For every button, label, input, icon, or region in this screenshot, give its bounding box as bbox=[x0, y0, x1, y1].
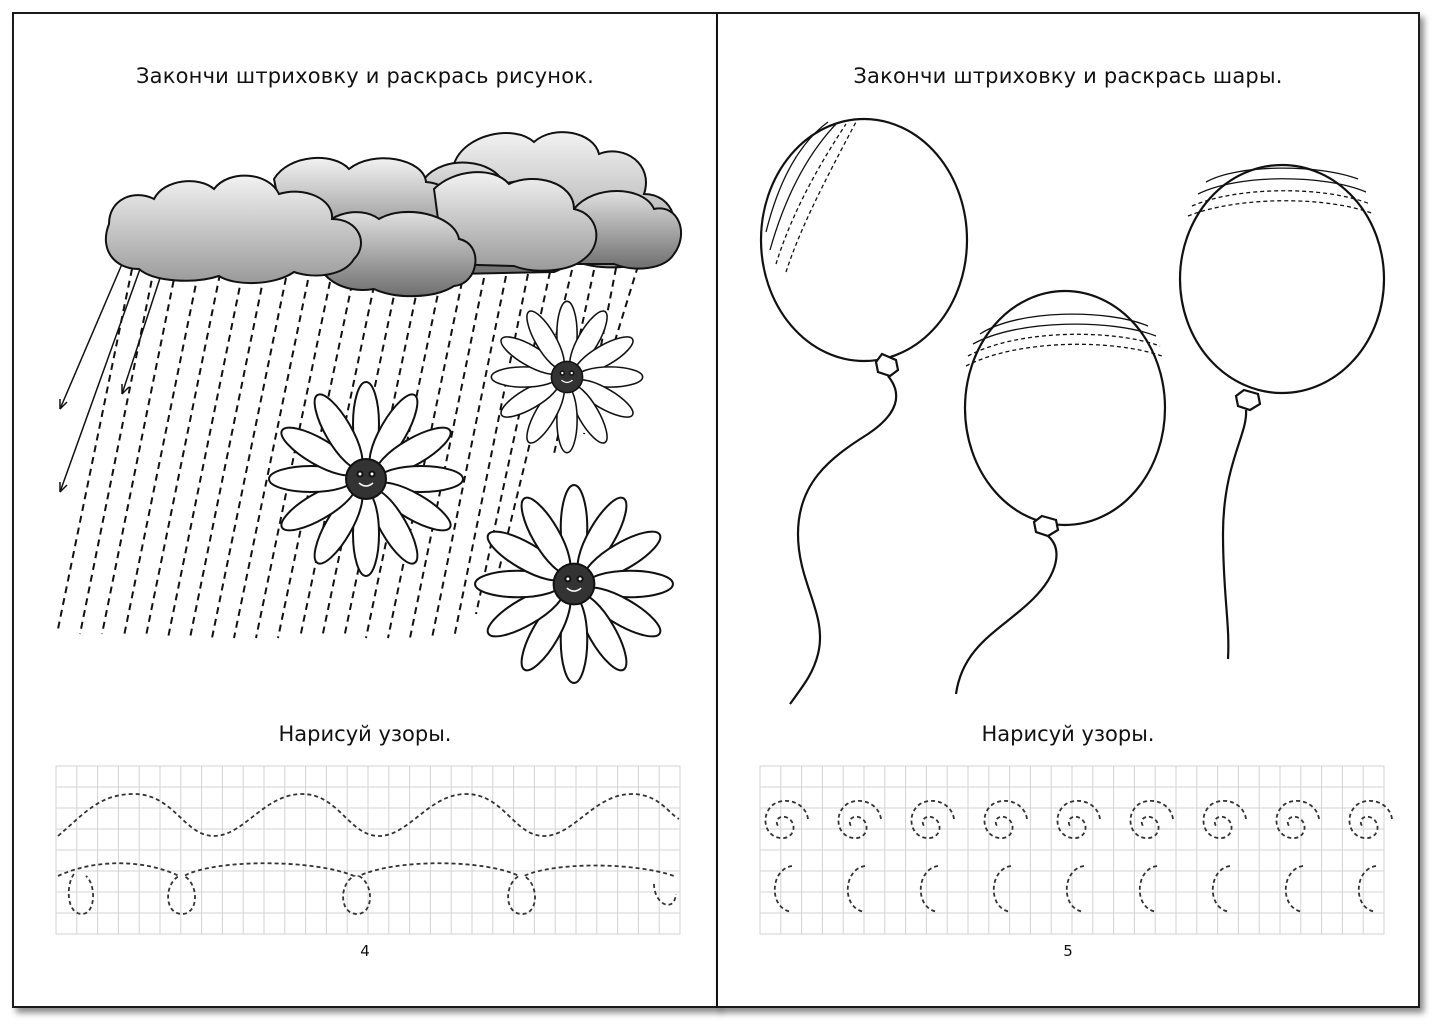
spiral-pattern bbox=[764, 799, 1393, 839]
arc-mark bbox=[919, 865, 939, 913]
spiral-mark bbox=[1348, 799, 1393, 839]
spiral-mark bbox=[983, 799, 1028, 839]
arc-mark bbox=[773, 865, 793, 913]
section-title: Нарисуй узоры. bbox=[981, 722, 1155, 746]
arc-mark bbox=[1357, 865, 1377, 913]
daisy-icon bbox=[268, 300, 674, 684]
arc-mark bbox=[1138, 865, 1158, 913]
arc-mark bbox=[1211, 865, 1231, 913]
left-page: Закончи штриховку и раскрась рисунок. bbox=[12, 12, 718, 1008]
page-number: 4 bbox=[360, 942, 370, 960]
page-title: Закончи штриховку и раскрась шары. bbox=[853, 64, 1283, 88]
page-number: 5 bbox=[1063, 942, 1073, 960]
balloon-icon bbox=[954, 289, 1167, 695]
balloon-icon bbox=[759, 117, 969, 705]
arc-mark bbox=[846, 865, 866, 913]
section-title: Нарисуй узоры. bbox=[278, 722, 452, 746]
arc-mark bbox=[1284, 865, 1304, 913]
spiral-mark bbox=[1275, 799, 1320, 839]
pattern-grid bbox=[759, 765, 1393, 935]
right-page: Закончи штриховку и раскрась шары. bbox=[716, 12, 1420, 1008]
rain-illustration bbox=[55, 131, 683, 935]
spiral-mark bbox=[910, 799, 955, 839]
loop-pattern bbox=[57, 862, 677, 915]
rain-arrows bbox=[59, 263, 163, 493]
balloons-illustration bbox=[759, 117, 1393, 935]
wave-pattern bbox=[57, 793, 680, 837]
arc-pattern bbox=[773, 865, 1377, 913]
pattern-grid bbox=[55, 765, 681, 935]
arc-mark bbox=[1065, 865, 1085, 913]
spiral-mark bbox=[1056, 799, 1101, 839]
cloud-icon bbox=[104, 131, 683, 298]
arc-mark bbox=[992, 865, 1012, 913]
spiral-mark bbox=[837, 799, 882, 839]
spiral-mark bbox=[1129, 799, 1174, 839]
spiral-mark bbox=[764, 799, 809, 839]
page-title: Закончи штриховку и раскрась рисунок. bbox=[135, 64, 595, 88]
spiral-mark bbox=[1202, 799, 1247, 839]
balloon-icon bbox=[1178, 163, 1386, 660]
